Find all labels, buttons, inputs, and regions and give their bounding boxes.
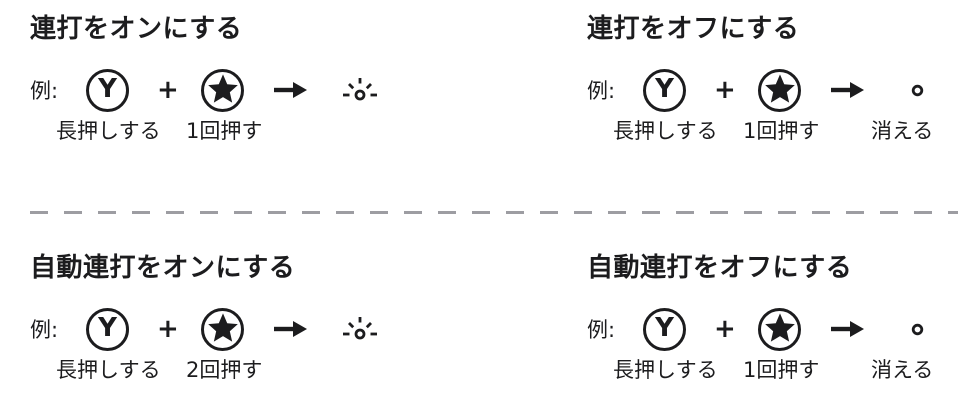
press-label: 2回押す [186,358,263,382]
plus-sign: + [157,75,179,105]
hold-label: 長押しする [613,358,718,382]
panel-rapid-fire-on: 連打をオンにする 例: Y + [30,15,430,144]
star-icon [207,74,238,103]
labels-row: 長押しする 1回押す [30,118,430,144]
panel-title: 連打をオフにする [587,14,800,44]
example-prefix: 例: [30,318,59,342]
star-button [201,307,244,351]
y-button-label: Y [655,74,674,104]
result-icon [898,313,936,345]
right-arrow-icon [831,321,864,337]
right-arrow-icon [831,82,864,98]
example-prefix: 例: [587,318,616,342]
star-icon [764,74,795,103]
labels-row: 長押しする 1回押す 消える [587,118,972,144]
panel-title: 連打をオンにする [30,14,243,44]
panel-title: 自動連打をオフにする [587,253,853,283]
dashed-divider [30,211,958,214]
press-label: 1回押す [186,119,263,143]
hold-label: 長押しする [613,119,718,143]
result-label: 消える [871,119,934,143]
y-button-label: Y [98,313,117,343]
result-icon [341,74,379,106]
panel-title: 自動連打をオンにする [30,253,296,283]
example-prefix: 例: [587,79,616,103]
result-icon [341,313,379,345]
star-button [758,307,801,351]
result-label: 消える [871,358,934,382]
labels-row: 長押しする 1回押す 消える [587,357,972,383]
plus-sign: + [714,314,736,344]
right-arrow-icon [274,321,307,337]
burst-icon [343,78,377,101]
y-button-label: Y [98,74,117,104]
hold-label: 長押しする [56,119,161,143]
disappear-circle-icon [911,323,923,335]
example-prefix: 例: [30,79,59,103]
right-arrow-icon [274,82,307,98]
example-row: 例: Y + [587,307,972,351]
y-button: Y [86,68,129,112]
labels-row: 長押しする 2回押す [30,357,430,383]
example-row: 例: Y + [30,68,430,112]
y-button-label: Y [655,313,674,343]
press-label: 1回押す [743,358,820,382]
panel-auto-rapid-fire-on: 自動連打をオンにする 例: Y + [30,254,430,383]
example-row: 例: Y + [30,307,430,351]
hold-label: 長押しする [56,358,161,382]
press-label: 1回押す [743,119,820,143]
star-button [201,68,244,112]
result-icon [898,74,936,106]
plus-sign: + [714,75,736,105]
example-row: 例: Y + [587,68,972,112]
y-button: Y [643,68,686,112]
panel-auto-rapid-fire-off: 自動連打をオフにする 例: Y + [587,254,972,383]
y-button: Y [643,307,686,351]
star-icon [764,313,795,342]
disappear-circle-icon [911,84,923,96]
burst-icon [343,317,377,340]
plus-sign: + [157,314,179,344]
panel-rapid-fire-off: 連打をオフにする 例: Y + [587,15,972,144]
star-icon [207,313,238,342]
y-button: Y [86,307,129,351]
star-button [758,68,801,112]
